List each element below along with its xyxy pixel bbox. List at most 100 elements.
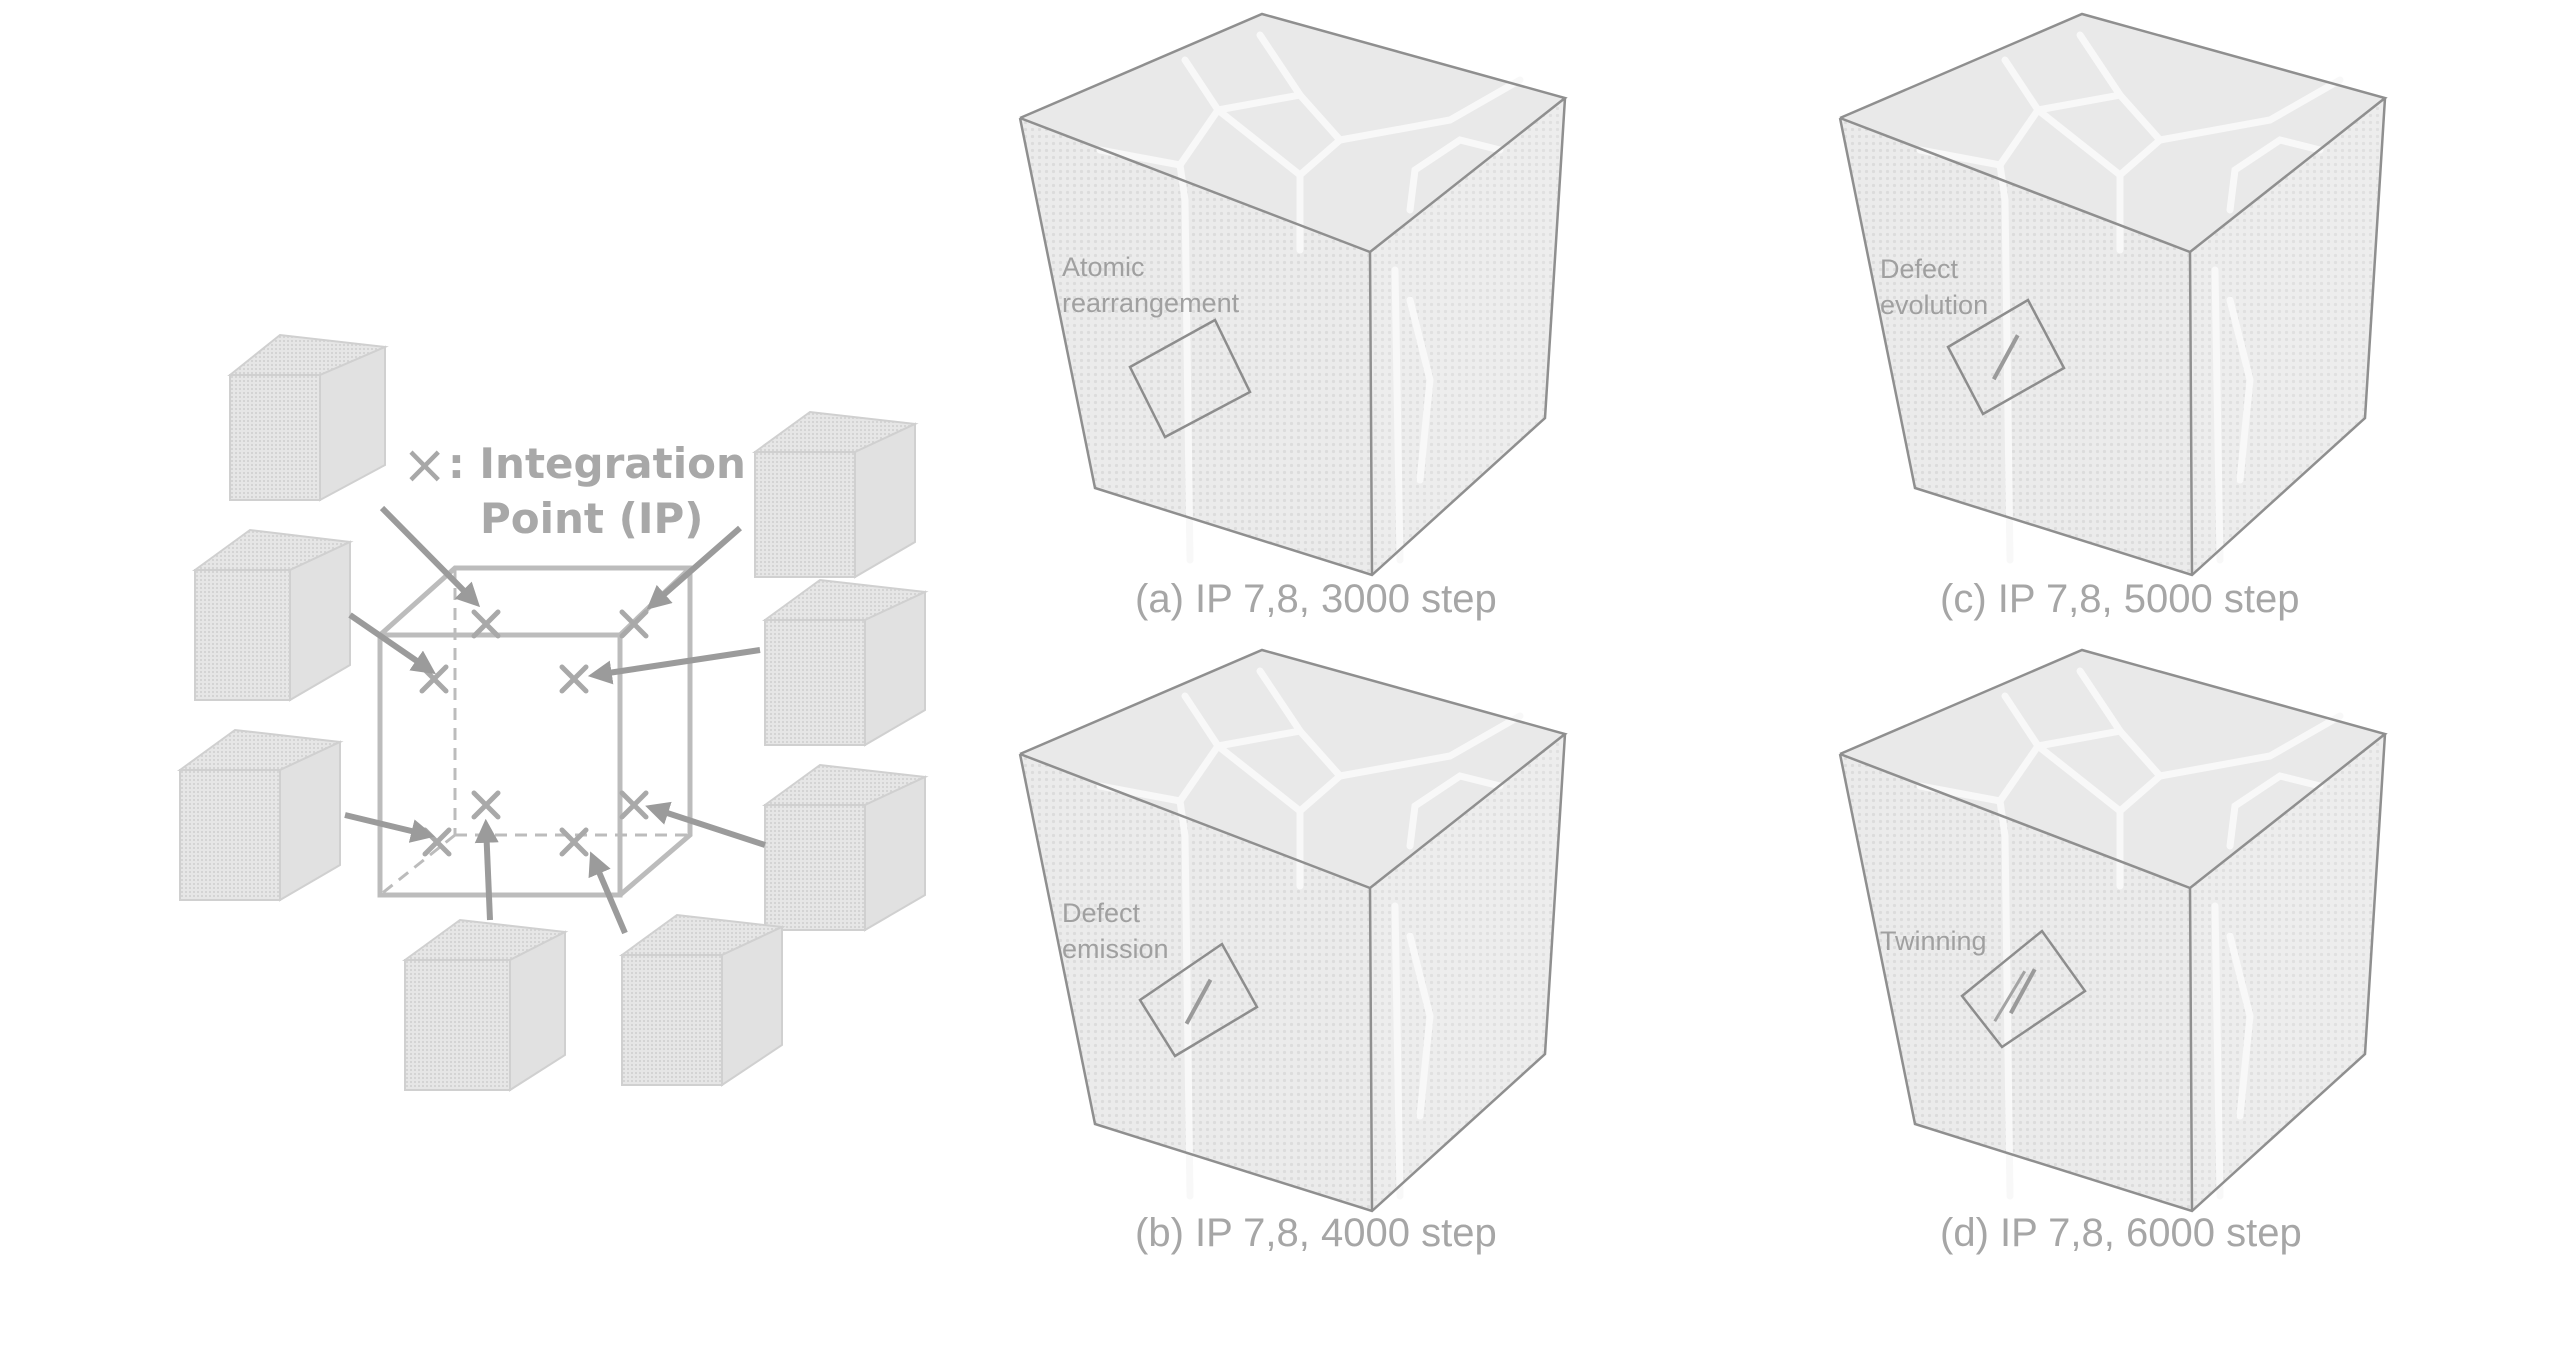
grain-boundary bbox=[2076, 31, 2124, 99]
grain-boundary bbox=[1176, 161, 1194, 564]
panel-annotation: Atomic bbox=[1062, 252, 1145, 282]
defect-streak bbox=[1993, 970, 2027, 1023]
grain-boundaries bbox=[1096, 31, 1524, 564]
grain-boundary bbox=[1336, 76, 1524, 144]
grain-boundary bbox=[1391, 266, 1404, 564]
grain-boundary bbox=[1996, 797, 2014, 1200]
grain-boundary bbox=[1176, 797, 1194, 1200]
rve-cube bbox=[761, 578, 929, 747]
grain-boundary bbox=[1336, 712, 1524, 780]
region-box bbox=[1960, 929, 2087, 1049]
grain-boundary bbox=[2226, 772, 2324, 850]
legend-line-1: : Integration bbox=[448, 439, 746, 488]
grain-boundary bbox=[2211, 266, 2224, 564]
legend-marker: × bbox=[402, 433, 447, 496]
md-snapshot-panels: Atomic rearrangement (a) IP 7,8, 3000 step… bbox=[1018, 12, 2388, 1255]
panel-b: Defect emission (b) IP 7,8, 4000 step bbox=[1018, 648, 1568, 1255]
grain-boundary bbox=[1096, 692, 1223, 805]
rve-cube bbox=[618, 913, 786, 1087]
grain-boundary bbox=[2076, 667, 2124, 735]
panel-caption: (d) IP 7,8, 6000 step bbox=[1940, 1211, 2302, 1255]
integration-point-schematic: × : Integration Point (IP) bbox=[176, 333, 929, 1092]
panel-annotation: rearrangement bbox=[1062, 288, 1240, 318]
panel-caption: (b) IP 7,8, 4000 step bbox=[1135, 1211, 1497, 1255]
arrow bbox=[344, 812, 435, 843]
region-box bbox=[1138, 942, 1259, 1058]
rve-cube bbox=[401, 918, 569, 1092]
md-cube bbox=[1838, 648, 2388, 1213]
cube-edges bbox=[1018, 12, 1568, 577]
grain-boundaries bbox=[1916, 667, 2344, 1200]
md-cube bbox=[1838, 12, 2388, 577]
integration-point-2 bbox=[619, 609, 649, 639]
panel-annotation: Twinning bbox=[1880, 926, 1987, 956]
grain-boundary bbox=[1391, 902, 1404, 1200]
rve-cube bbox=[751, 410, 919, 579]
grain-boundary bbox=[2211, 902, 2224, 1200]
arrow bbox=[379, 505, 481, 608]
integration-point-5 bbox=[471, 790, 501, 820]
grain-boundaries bbox=[1916, 31, 2344, 564]
cube-edge bbox=[2188, 887, 2194, 1212]
cube-edge bbox=[2188, 251, 2194, 576]
panel-caption: (a) IP 7,8, 3000 step bbox=[1135, 577, 1497, 621]
cube-top-face bbox=[1020, 14, 1565, 252]
arrow bbox=[588, 851, 628, 935]
rve-cubes bbox=[176, 333, 929, 1092]
grain-boundary bbox=[1916, 692, 2043, 805]
mapping-arrows bbox=[344, 505, 766, 935]
grain-boundary bbox=[1256, 667, 1304, 735]
cube-front-face bbox=[1840, 118, 2192, 575]
rve-cube bbox=[191, 528, 354, 702]
arrow bbox=[645, 801, 766, 848]
grain-boundary bbox=[1406, 932, 1434, 1120]
arrow bbox=[587, 647, 761, 685]
cube-front-face bbox=[1840, 754, 2192, 1211]
integration-point-8 bbox=[559, 827, 589, 857]
cube-edges bbox=[1018, 648, 1568, 1213]
integration-point-6 bbox=[619, 790, 649, 820]
panel-annotation: emission bbox=[1062, 934, 1169, 964]
rve-cube bbox=[176, 728, 344, 902]
grain-boundary bbox=[1916, 56, 2043, 169]
grain-boundaries bbox=[1096, 667, 1524, 1200]
cube-side-face bbox=[2190, 734, 2385, 1211]
panel-caption: (c) IP 7,8, 5000 step bbox=[1940, 577, 2299, 621]
panel-annotation: evolution bbox=[1880, 290, 1988, 320]
panel-a: Atomic rearrangement (a) IP 7,8, 3000 step bbox=[1018, 12, 1568, 621]
cube-top-face bbox=[1840, 14, 2385, 252]
grain-boundary bbox=[2226, 296, 2254, 484]
grain-boundary bbox=[1996, 161, 2014, 564]
cube-edges bbox=[1838, 648, 2388, 1213]
cube-edges bbox=[1838, 12, 2388, 577]
defect-streak bbox=[2008, 968, 2037, 1015]
rve-cube bbox=[227, 333, 389, 502]
grain-boundary bbox=[2156, 712, 2344, 780]
rve-cube bbox=[761, 763, 929, 932]
grain-boundary bbox=[2156, 76, 2344, 144]
md-cube bbox=[1018, 12, 1568, 577]
legend-line-2: Point (IP) bbox=[480, 494, 703, 543]
region-box bbox=[1946, 298, 2066, 416]
grain-boundary bbox=[2226, 136, 2324, 214]
cube-side-face bbox=[1370, 98, 1565, 575]
integration-point-4 bbox=[559, 664, 589, 694]
panel-annotation: Defect bbox=[1062, 898, 1141, 928]
grain-boundary bbox=[1406, 296, 1434, 484]
region-box bbox=[1128, 318, 1252, 439]
panel-c: Defect evolution (c) IP 7,8, 5000 step bbox=[1838, 12, 2388, 621]
cube-side-face bbox=[1370, 734, 1565, 1211]
legend: × : Integration Point (IP) bbox=[402, 433, 746, 543]
integration-point-1 bbox=[471, 609, 501, 639]
defect-streak bbox=[1991, 334, 2020, 381]
md-cube bbox=[1018, 648, 1568, 1213]
arrow bbox=[348, 612, 436, 675]
grain-boundary bbox=[1256, 31, 1304, 99]
arrow bbox=[646, 525, 742, 610]
grain-boundary bbox=[2226, 932, 2254, 1120]
cube-side-face bbox=[2190, 98, 2385, 575]
panel-annotation: Defect bbox=[1880, 254, 1959, 284]
grain-boundary bbox=[1406, 772, 1504, 850]
panel-d: Twinning (d) IP 7,8, 6000 step bbox=[1838, 648, 2388, 1255]
